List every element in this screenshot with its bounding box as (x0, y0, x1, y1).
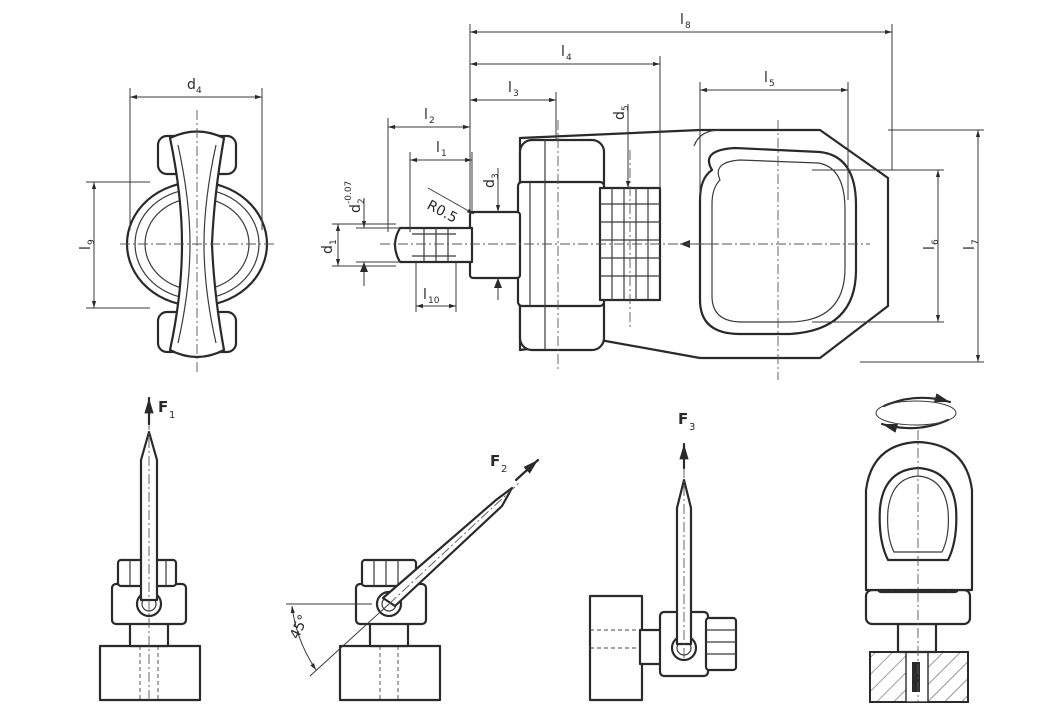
svg-text:l: l (561, 44, 565, 60)
label-d5: d 5 (612, 105, 631, 120)
force-f1: F 1 (158, 398, 175, 421)
svg-text:d: d (187, 77, 196, 93)
svg-text:1: 1 (441, 149, 447, 159)
label-d2: d 2 -0.07 (344, 181, 367, 213)
svg-text:l: l (78, 246, 94, 250)
svg-text:F: F (158, 398, 168, 416)
force-f2: F 2 (490, 452, 507, 475)
svg-text:-0.07: -0.07 (344, 181, 354, 204)
svg-text:d: d (482, 179, 498, 188)
svg-text:8: 8 (685, 21, 691, 31)
svg-text:l: l (424, 107, 428, 123)
load-case-f3 (588, 442, 738, 702)
svg-text:4: 4 (566, 53, 572, 63)
svg-text:10: 10 (428, 296, 440, 306)
svg-text:3: 3 (491, 173, 501, 179)
svg-text:5: 5 (769, 79, 775, 89)
svg-text:3: 3 (513, 89, 519, 99)
label-l10: l 10 (423, 287, 440, 306)
load-case-f1 (98, 396, 202, 702)
svg-text:F: F (490, 452, 500, 470)
label-l8: l 8 (680, 12, 691, 31)
svg-text:6: 6 (931, 239, 941, 245)
svg-text:l: l (962, 246, 978, 250)
label-l7: l 7 (962, 239, 981, 250)
svg-text:2: 2 (357, 198, 367, 204)
label-l2: l 2 (424, 107, 435, 126)
label-l6: l 6 (922, 239, 941, 250)
force-f3: F 3 (678, 410, 695, 433)
label-l4: l 4 (561, 44, 572, 63)
label-l5: l 5 (764, 70, 775, 89)
label-d1: d 1 (320, 239, 339, 254)
svg-text:d: d (320, 245, 336, 254)
label-l9: l 9 (78, 239, 97, 250)
main-view (332, 24, 984, 380)
svg-text:9: 9 (87, 239, 97, 245)
svg-text:2: 2 (429, 116, 435, 126)
label-l3: l 3 (508, 80, 519, 99)
load-case-rotation (864, 393, 974, 703)
svg-text:l: l (680, 12, 684, 28)
svg-text:2: 2 (501, 464, 507, 475)
svg-text:45°: 45° (287, 612, 312, 641)
svg-text:4: 4 (196, 86, 202, 96)
svg-text:5: 5 (621, 105, 631, 111)
svg-text:1: 1 (329, 239, 339, 245)
svg-text:l: l (922, 246, 938, 250)
label-l1: l 1 (436, 140, 447, 159)
svg-text:d: d (348, 204, 364, 213)
svg-text:F: F (678, 410, 688, 428)
svg-text:d: d (612, 111, 628, 120)
svg-text:3: 3 (689, 422, 695, 433)
side-view (86, 88, 275, 372)
label-d3: d 3 (482, 173, 501, 188)
svg-text:l: l (764, 70, 768, 86)
svg-text:l: l (436, 140, 440, 156)
svg-text:1: 1 (169, 410, 175, 421)
load-case-f2 (286, 458, 540, 702)
label-radius: R0.5 (424, 197, 460, 226)
label-d4: d 4 (187, 77, 202, 96)
svg-text:R0.5: R0.5 (424, 197, 460, 226)
label-angle: 45° (287, 612, 312, 641)
svg-text:l: l (508, 80, 512, 96)
svg-text:l: l (423, 287, 427, 303)
svg-text:7: 7 (971, 239, 981, 245)
